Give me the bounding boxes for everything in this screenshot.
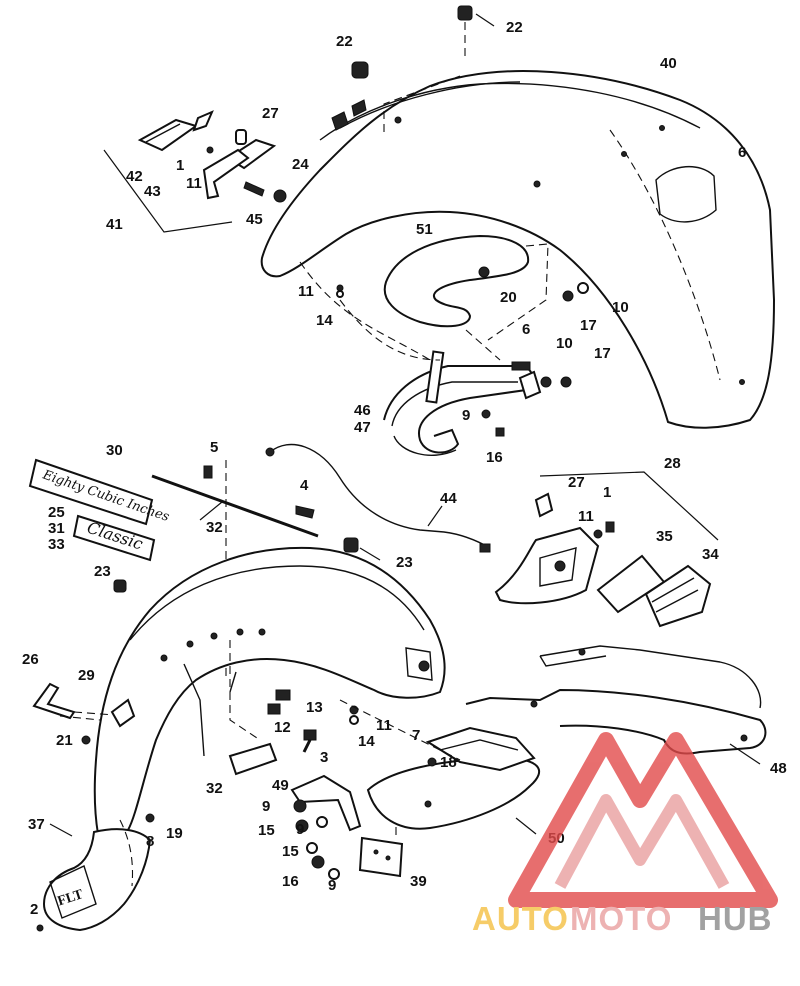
- watermark-logo-icon: [508, 732, 778, 908]
- watermark-moto: MOTO: [570, 900, 672, 937]
- rear-section-50: [366, 726, 541, 835]
- callout-c30: 30: [106, 442, 123, 459]
- callout-c12: 12: [274, 719, 291, 736]
- callout-c8: 8: [146, 833, 154, 850]
- callout-c40: 40: [660, 55, 677, 72]
- callout-c29: 29: [78, 667, 95, 684]
- callout-c33: 33: [48, 536, 65, 553]
- luggage-rail-48: [465, 645, 767, 765]
- callout-c5: 5: [210, 439, 218, 456]
- callout-c13: 13: [306, 699, 323, 716]
- callout-c21: 21: [56, 732, 73, 749]
- callout-c39: 39: [410, 873, 427, 890]
- callout-c9b: 9: [262, 798, 270, 815]
- callout-c22b: 22: [336, 33, 353, 50]
- callout-c22a: 22: [506, 19, 523, 36]
- callout-c9c: 9: [296, 821, 304, 838]
- callout-c7: 7: [412, 727, 420, 744]
- callout-c27b: 27: [568, 474, 585, 491]
- callout-c1b: 1: [603, 484, 611, 501]
- bolts-12-13-3: [228, 689, 359, 776]
- wiring-harness-44: [265, 443, 491, 553]
- callout-c18: 18: [440, 754, 457, 771]
- callout-c9a: 9: [462, 407, 470, 424]
- callout-c46: 46: [354, 402, 371, 419]
- callout-c2: 2: [30, 901, 38, 918]
- callout-c43: 43: [144, 183, 161, 200]
- callout-c42: 42: [126, 168, 143, 185]
- callout-c15b: 15: [282, 843, 299, 860]
- callout-c15a: 15: [258, 822, 275, 839]
- callout-c49: 49: [272, 777, 289, 794]
- callout-c16a: 16: [486, 449, 503, 466]
- callout-c6b: 6: [522, 321, 530, 338]
- callout-c24: 24: [292, 156, 309, 173]
- callout-c28: 28: [664, 455, 681, 472]
- callout-c23a: 23: [396, 554, 413, 571]
- watermark-auto: AUTO: [472, 900, 569, 937]
- callout-c44: 44: [440, 490, 457, 507]
- callout-c9d: 9: [328, 877, 336, 894]
- callout-c20: 20: [500, 289, 517, 306]
- license-plate-bracket-39: [358, 814, 404, 878]
- callout-c6a: 6: [738, 144, 746, 161]
- callout-c11b: 11: [298, 283, 314, 300]
- front-fender-29: [93, 546, 446, 836]
- callout-c17a: 17: [580, 317, 597, 334]
- callout-c10a: 10: [612, 299, 629, 316]
- seat-bracket-51: [383, 234, 549, 341]
- callout-c32b: 32: [206, 780, 223, 797]
- callout-c35: 35: [656, 528, 673, 545]
- callout-c11d: 11: [376, 717, 392, 734]
- callout-c48: 48: [770, 760, 787, 777]
- callout-c16b: 16: [282, 873, 299, 890]
- callout-c11a: 11: [186, 175, 202, 192]
- callout-c25: 25: [48, 504, 65, 521]
- watermark-hub: HUB: [698, 900, 773, 937]
- callout-c1a: 1: [176, 157, 184, 174]
- callout-c47: 47: [354, 419, 371, 436]
- callout-c51: 51: [416, 221, 433, 238]
- callout-c31: 31: [48, 520, 65, 537]
- callout-c17b: 17: [594, 345, 611, 362]
- callout-c34: 34: [702, 546, 719, 563]
- callout-c14b: 14: [358, 733, 375, 750]
- callout-c19: 19: [166, 825, 183, 842]
- callout-c11c: 11: [578, 508, 594, 525]
- automotohub-watermark: AUTO MOTO HUB: [472, 732, 778, 937]
- callout-c26: 26: [22, 651, 39, 668]
- fender-support-46-47: [336, 282, 589, 456]
- bracket-26: [32, 682, 136, 745]
- tail-lamp-assembly-28: [494, 471, 719, 628]
- callout-c37: 37: [28, 816, 45, 833]
- marker-light-assembly-41: [103, 110, 287, 233]
- assembly-guide-lines: [59, 75, 501, 887]
- callout-c23b: 23: [94, 563, 111, 580]
- callout-c4: 4: [300, 477, 309, 494]
- callout-c45: 45: [246, 211, 263, 228]
- nut-23: [113, 537, 381, 593]
- callout-c41: 41: [106, 216, 123, 233]
- callout-c27a: 27: [262, 105, 279, 122]
- fender-tip-37: FLT: [36, 813, 155, 932]
- callout-c3: 3: [320, 749, 328, 766]
- callout-c14a: 14: [316, 312, 333, 329]
- callout-c10b: 10: [556, 335, 573, 352]
- nut-22-top: [351, 5, 495, 79]
- brace-49: [290, 774, 362, 880]
- callout-c32a: 32: [206, 519, 223, 536]
